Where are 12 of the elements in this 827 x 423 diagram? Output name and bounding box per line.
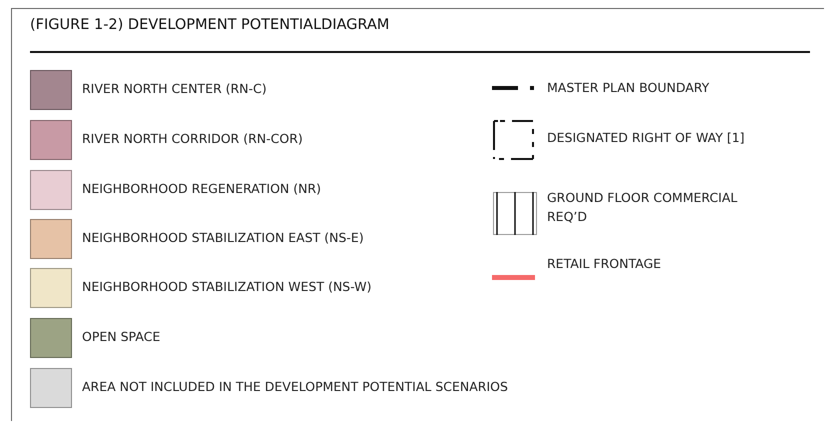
legend-label: OPEN SPACE — [82, 328, 160, 346]
legend-label: RIVER NORTH CENTER (RN-C) — [82, 80, 267, 98]
title: (FIGURE 1-2) DEVELOPMENT POTENTIALDIAGRAM — [30, 17, 390, 33]
legend-label: RETAIL FRONTAGE — [547, 255, 662, 273]
legend-label: GROUND FLOOR COMMERCIAL REQ’D — [547, 189, 738, 226]
legend-label: RIVER NORTH CORRIDOR (RN-COR) — [82, 130, 303, 148]
legend-label: NEIGHBORHOOD STABILIZATION WEST (NS-W) — [82, 278, 372, 296]
legend-label: DESIGNATED RIGHT OF WAY [1] — [547, 129, 746, 147]
legend-label: MASTER PLAN BOUNDARY — [547, 79, 710, 97]
legend-label: NEIGHBORHOOD STABILIZATION EAST (NS-E) — [82, 229, 364, 247]
legend-label: NEIGHBORHOOD REGENERATION (NR) — [82, 180, 322, 198]
legend-label: AREA NOT INCLUDED IN THE DEVELOPMENT POTENTIAL SCENARIOS — [82, 378, 508, 396]
